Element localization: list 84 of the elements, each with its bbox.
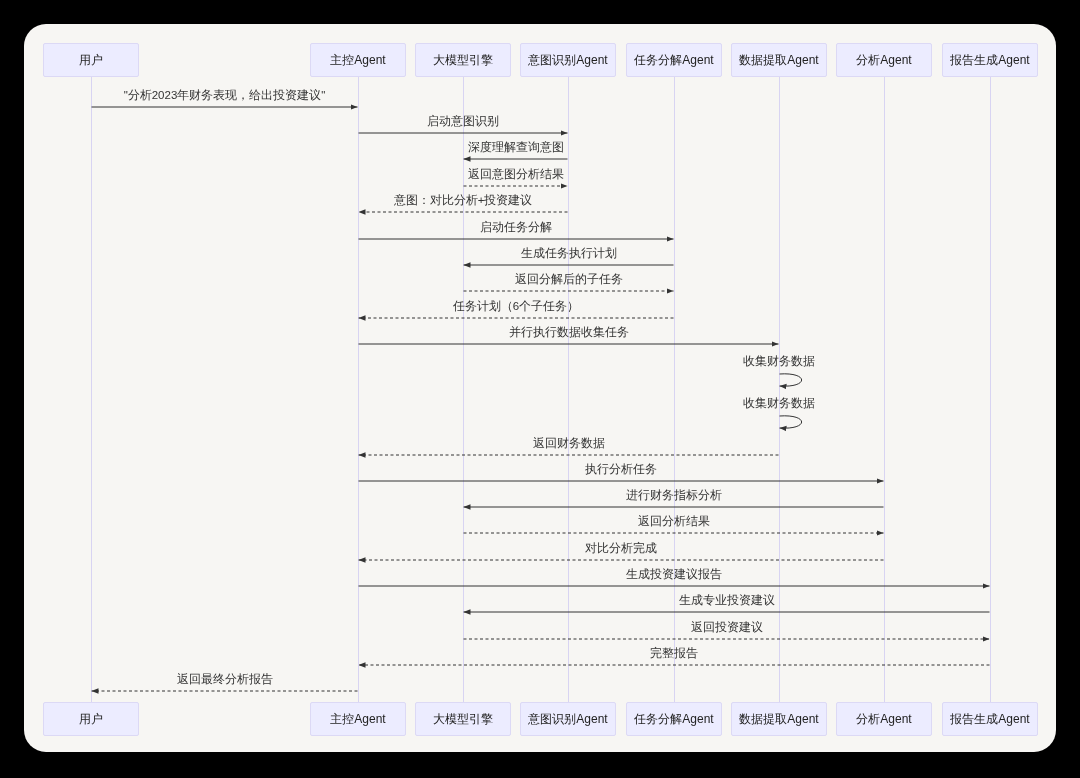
participant-name: 数据提取Agent: [739, 710, 819, 728]
participant-box: [731, 702, 827, 736]
participant-box: [415, 43, 511, 77]
message-arrow: [358, 130, 568, 136]
message-arrow: [463, 636, 990, 642]
participant-box: [626, 43, 722, 77]
participant-name: 报告生成Agent: [950, 51, 1030, 69]
participant-name: 分析Agent: [856, 710, 912, 728]
message-arrow: [358, 341, 779, 347]
lifeline: [778, 77, 780, 702]
message-arrow: [358, 478, 884, 484]
message-label: 进行财务指标分析: [624, 489, 723, 502]
participant-name: 意图识别Agent: [528, 710, 608, 728]
participant-box: [942, 43, 1038, 77]
message-label: 启动任务分解: [479, 221, 553, 234]
message-arrow: [463, 530, 884, 536]
message-label: "分析2023年财务表现，给出投资建议": [122, 89, 327, 102]
message-arrow: [358, 557, 884, 563]
message-arrow: [358, 315, 674, 321]
participant-name: 主控Agent: [330, 710, 386, 728]
participant-box: [836, 43, 932, 77]
message-label: 返回投资建议: [689, 621, 764, 634]
message-label: 深度理解查询意图: [466, 141, 565, 154]
participant-name: 大模型引擎: [433, 710, 493, 728]
message-label: 返回分析结果: [636, 515, 711, 528]
message-arrow: [358, 236, 674, 242]
message-arrow: [91, 104, 358, 110]
participant-name: 大模型引擎: [433, 51, 493, 69]
message-label: 任务计划（6个子任务）: [451, 300, 581, 313]
lifeline: [90, 77, 92, 702]
participant-box: [415, 702, 511, 736]
message-label: 返回最终分析报告: [175, 673, 274, 686]
message-label: 执行分析任务: [584, 463, 658, 476]
participant-name: 数据提取Agent: [739, 51, 819, 69]
lifeline: [357, 77, 359, 702]
participant-name: 用户: [79, 710, 103, 728]
participant-box: [520, 43, 616, 77]
message-label: 生成投资建议报告: [625, 568, 723, 581]
message-label: 收集财务数据: [742, 355, 816, 368]
participant-name: 意图识别Agent: [528, 51, 608, 69]
message-arrow: [358, 583, 990, 589]
participant-name: 报告生成Agent: [950, 710, 1030, 728]
message-arrow: [463, 288, 674, 294]
message-label: 返回分解后的子任务: [513, 273, 624, 286]
lifeline: [673, 77, 675, 702]
message-label: 并行执行数据收集任务: [507, 326, 630, 339]
lifeline: [883, 77, 885, 702]
participant-box: [836, 702, 932, 736]
participant-box: [520, 702, 616, 736]
message-label: 启动意图识别: [426, 115, 500, 128]
message-label: 生成任务执行计划: [519, 247, 618, 260]
message-arrow: [463, 156, 568, 162]
message-arrow: [358, 452, 779, 458]
message-label: 完整报告: [649, 647, 699, 660]
message-label: 返回意图分析结果: [466, 168, 565, 181]
lifeline: [989, 77, 991, 702]
participant-name: 用户: [79, 51, 103, 69]
message-label: 意图：对比分析+投资建议: [392, 194, 534, 207]
participant-box: [626, 702, 722, 736]
participant-box: [310, 43, 406, 77]
participant-box: [43, 43, 139, 77]
message-arrow: [463, 183, 568, 189]
message-arrow: [358, 662, 990, 668]
self-message-arrow: [779, 373, 803, 389]
message-arrow: [358, 209, 568, 215]
message-label: 返回财务数据: [531, 437, 606, 450]
lifeline: [567, 77, 569, 702]
participant-box: [310, 702, 406, 736]
participant-name: 任务分解Agent: [634, 710, 714, 728]
lifeline: [462, 77, 464, 702]
message-arrow: [463, 609, 990, 615]
message-label: 对比分析完成: [584, 542, 658, 555]
participant-name: 分析Agent: [856, 51, 912, 69]
participant-name: 任务分解Agent: [634, 51, 714, 69]
participant-box: [731, 43, 827, 77]
message-arrow: [91, 688, 358, 694]
message-arrow: [463, 504, 884, 510]
message-label: 生成专业投资建议: [677, 594, 776, 607]
message-label: 收集财务数据: [742, 397, 816, 410]
participant-box: [43, 702, 139, 736]
participant-name: 主控Agent: [330, 51, 386, 69]
message-arrow: [463, 262, 674, 268]
participant-box: [942, 702, 1038, 736]
self-message-arrow: [779, 415, 803, 431]
